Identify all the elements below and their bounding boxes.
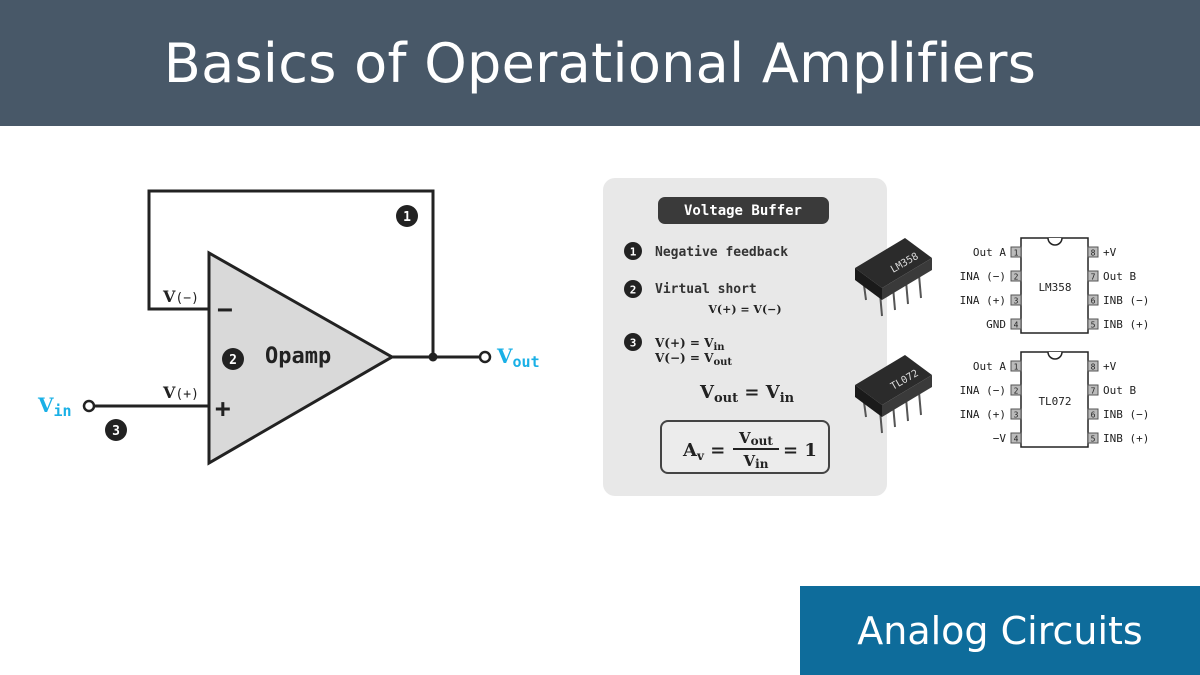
- feedback-wire: [147, 189, 435, 357]
- lm358-pin-1-number: 1: [1014, 249, 1019, 258]
- lm358-pin-6-number: 6: [1091, 297, 1096, 306]
- panel-marker-2: [624, 280, 642, 298]
- marker-1: 1: [396, 205, 418, 227]
- tl072-pin-5-box: [1087, 432, 1099, 444]
- lm358-pin-8-number: 8: [1091, 249, 1096, 258]
- vout-label: Vout: [496, 344, 540, 371]
- opamp-triangle: [207, 250, 396, 466]
- tl072-pinout: TL072: [1020, 351, 1089, 448]
- panel-title-pill: [658, 197, 829, 224]
- panel-marker-3-num: 3: [630, 337, 637, 350]
- tl072-package-icon: TL072: [855, 355, 932, 434]
- v-plus-label: V(+): [162, 383, 199, 402]
- opamp-circuit-diagram: − + Opamp V(−) V(+) Vin Vout 1 2 3: [37, 189, 540, 466]
- lm358-pin-1-box: [1010, 246, 1022, 258]
- panel-marker-1: [624, 242, 642, 260]
- lm358-pin-7-box: [1087, 270, 1099, 282]
- lm358-pin-1-label: Out A: [973, 246, 1006, 259]
- lm358-pin-5-box: [1087, 318, 1099, 330]
- lm358-pin-4-box: [1010, 318, 1022, 330]
- panel-item-virtual-short: Virtual short: [655, 282, 757, 297]
- tl072-pin-8-box: [1087, 360, 1099, 372]
- gain-A: Av =: [682, 440, 725, 463]
- lm358-chip-name: LM358: [1038, 281, 1071, 294]
- vin-label: Vin: [37, 393, 72, 420]
- tl072-pin-2-label: INA (−): [960, 384, 1006, 397]
- svg-text:3: 3: [112, 424, 120, 439]
- voltage-buffer-content: Voltage Buffer 1 Negative feedback 2 Vir…: [624, 197, 830, 474]
- tl072-pin-8-label: +V: [1103, 360, 1117, 373]
- tl072-pin-5-label: INB (+): [1103, 432, 1149, 445]
- tl072-pin-1-label: Out A: [973, 360, 1006, 373]
- gain-numerator: Vout: [738, 429, 773, 448]
- lm358-pin-4-label: GND: [986, 318, 1006, 331]
- lm358-pin-3-box: [1010, 294, 1022, 306]
- lm358-pin-3-number: 3: [1014, 297, 1019, 306]
- inverting-sign: −: [217, 295, 233, 325]
- buffer-equation: Vout = Vin: [699, 382, 795, 406]
- page-title: Basics of Operational Amplifiers: [163, 31, 1037, 95]
- tl072-pin-8-number: 8: [1091, 363, 1096, 372]
- noninverting-sign: +: [215, 394, 231, 424]
- tl072-pin-2-number: 2: [1014, 387, 1019, 396]
- svg-text:2: 2: [229, 353, 237, 368]
- tl072-pin-7-label: Out B: [1103, 384, 1136, 397]
- tl072-pin-3-label: INA (+): [960, 408, 1006, 421]
- category-label: Analog Circuits: [857, 608, 1143, 653]
- lm358-pin-7-label: Out B: [1103, 270, 1136, 283]
- tl072-pin-1-number: 1: [1014, 363, 1019, 372]
- panel-item-negative-feedback: Negative feedback: [655, 245, 788, 260]
- panel-marker-2-num: 2: [630, 284, 637, 297]
- lm358-pin-2-label: INA (−): [960, 270, 1006, 283]
- panel-title: Voltage Buffer: [684, 203, 802, 219]
- lm358-pin-6-label: INB (−): [1103, 294, 1149, 307]
- lm358-pin-3-label: INA (+): [960, 294, 1006, 307]
- output-junction-dot: [428, 352, 438, 362]
- category-badge[interactable]: Analog Circuits: [800, 586, 1200, 675]
- tl072-pin-7-box: [1087, 384, 1099, 396]
- svg-text:1: 1: [403, 210, 411, 225]
- item3-line2: V(−) = Vout: [654, 351, 732, 368]
- lm358-pin-4-number: 4: [1014, 321, 1019, 330]
- panel-marker-1-num: 1: [630, 246, 637, 259]
- tl072-pin-4-box: [1010, 432, 1022, 444]
- lm358-pinout: LM358: [1020, 237, 1089, 334]
- tl072-pin-3-box: [1010, 408, 1022, 420]
- tl072-pin-6-label: INB (−): [1103, 408, 1149, 421]
- tl072-pin-6-box: [1087, 408, 1099, 420]
- gain-box: [660, 420, 830, 474]
- lm358-pin-7-number: 7: [1091, 273, 1096, 282]
- lm358-pin-8-label: +V: [1103, 246, 1117, 259]
- item3-line1: V(+) = Vin: [654, 336, 725, 353]
- gain-denominator: Vin: [743, 452, 769, 471]
- opamp-label: Opamp: [265, 344, 331, 369]
- lm358-pin-2-box: [1010, 270, 1022, 282]
- tl072-chip-name: TL072: [1038, 395, 1071, 408]
- lm358-pin-6-box: [1087, 294, 1099, 306]
- marker-3: 3: [105, 419, 127, 441]
- tl072-pin-2-box: [1010, 384, 1022, 396]
- tl072-pin-7-number: 7: [1091, 387, 1096, 396]
- tl072-pin-1-box: [1010, 360, 1022, 372]
- vin-terminal: [82, 399, 96, 413]
- gain-result: = 1: [783, 440, 817, 461]
- lm358-pin-8-box: [1087, 246, 1099, 258]
- marker-2: 2: [222, 348, 244, 370]
- tl072-pin-3-number: 3: [1014, 411, 1019, 420]
- virtual-short-equation: V(+) = V(−): [707, 303, 781, 316]
- vout-terminal: [478, 350, 492, 364]
- tl072-pin-4-label: −V: [993, 432, 1007, 445]
- v-minus-label: V(−): [162, 287, 199, 306]
- lm358-package-icon: LM358: [855, 238, 932, 317]
- lm358-pin-2-number: 2: [1014, 273, 1019, 282]
- dip-packages: LM358 TL072: [855, 238, 932, 434]
- tl072-pin-6-number: 6: [1091, 411, 1096, 420]
- panel-marker-3: [624, 333, 642, 351]
- tl072-pin-4-number: 4: [1014, 435, 1019, 444]
- lm358-pin-5-number: 5: [1091, 321, 1096, 330]
- lm358-pin-5-label: INB (+): [1103, 318, 1149, 331]
- header-banner: Basics of Operational Amplifiers: [0, 0, 1200, 126]
- tl072-pin-5-number: 5: [1091, 435, 1096, 444]
